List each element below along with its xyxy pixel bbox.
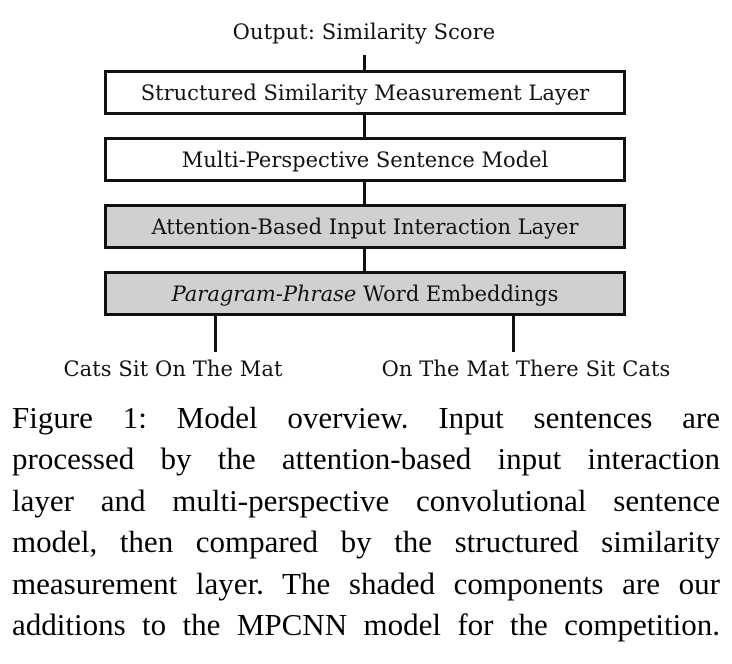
layer-label: Structured Similarity Measurement Layer [140, 80, 590, 105]
layer-label-wrap: Paragram-Phrase Word Embeddings [172, 282, 559, 306]
output-label: Output: Similarity Score [232, 20, 496, 44]
connector-input-1 [214, 316, 217, 352]
connector-3-4 [363, 249, 366, 271]
connector-2-3 [363, 182, 366, 204]
input-sentence-2: On The Mat There Sit Cats [381, 357, 671, 381]
figure-caption: Figure 1: Model overview. Input sentence… [12, 397, 720, 645]
layer-attention-input-interaction: Attention-Based Input Interaction Layer [104, 204, 626, 249]
connector-output [363, 55, 366, 70]
layer-label: Attention-Based Input Interaction Layer [151, 214, 579, 239]
layer-paragram-phrase-embeddings: Paragram-Phrase Word Embeddings [104, 271, 626, 316]
caption-line: Figure 1: Model overview. Input sentence… [12, 400, 720, 435]
layer-label-italic: Paragram-Phrase [171, 281, 357, 306]
connector-input-2 [512, 316, 515, 352]
caption-line: additions to the MPCNN model for the com… [12, 607, 720, 643]
layer-multi-perspective-sentence-model: Multi-Perspective Sentence Model [104, 137, 626, 182]
caption-line: processed by the attention-based input i… [12, 441, 720, 477]
caption-line: measurement layer. The shaded components… [12, 565, 720, 601]
input-sentence-1: Cats Sit On The Mat [63, 357, 283, 381]
layer-label: Word Embeddings [356, 281, 559, 306]
connector-1-2 [363, 115, 366, 137]
layer-structured-similarity: Structured Similarity Measurement Layer [104, 70, 626, 115]
layer-label: Multi-Perspective Sentence Model [181, 147, 549, 172]
caption-line: layer and multi-perspective convolutiona… [12, 482, 720, 518]
caption-line: model, then compared by the structured s… [12, 524, 720, 560]
